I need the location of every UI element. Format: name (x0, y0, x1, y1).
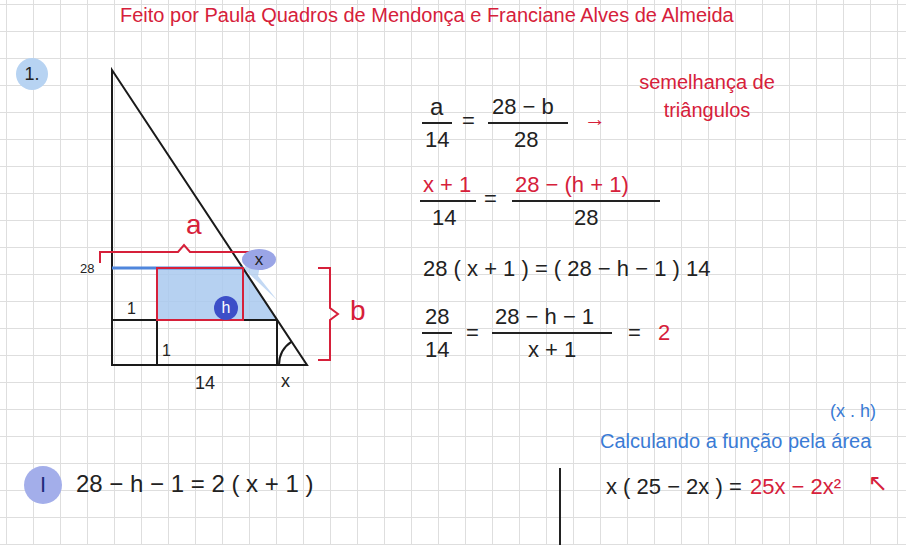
equation-text: 2 (658, 320, 670, 346)
node-label: h (222, 300, 231, 316)
dimension-label: 14 (195, 370, 215, 396)
equation-text: Calculando a função pela área (600, 428, 871, 454)
dimension-label: x (281, 368, 290, 394)
dimension-label: a (186, 212, 202, 238)
equation-text: 28 (574, 205, 598, 231)
equation-text: 14 (425, 127, 449, 153)
equation-text: (x . h) (830, 398, 876, 424)
equation-text: semelhança de triângulos (632, 68, 782, 124)
variable-highlight: x (242, 249, 276, 270)
node-label: I (40, 474, 46, 496)
equation-text: 28 (514, 127, 538, 153)
equation-text: 28 − (h + 1) (515, 172, 629, 198)
equation-text: → (584, 106, 606, 132)
equation-text: = (462, 108, 475, 134)
equation-text: 14 (432, 205, 456, 231)
equation-text: 28 − h − 1 (495, 304, 594, 330)
dimension-label: 1 (127, 296, 136, 322)
equation-text: = (628, 320, 641, 346)
dimension-label: 28 (80, 256, 94, 282)
variable-highlight: h (214, 296, 238, 320)
equation-text: x + 1 (528, 337, 576, 363)
equation-text: = (466, 320, 479, 346)
dimension-label: b (350, 298, 366, 324)
equation-text: 28 (425, 304, 449, 330)
equation-text: 28 − h − 1 = 2 ( x + 1 ) (76, 471, 313, 497)
equation-text: 28 − b (492, 94, 554, 120)
node-label: 1. (24, 65, 39, 83)
equation-text: ↖ (868, 470, 888, 496)
equation-number: I (24, 466, 62, 504)
equation-text: 25x − 2x² (750, 474, 841, 500)
page-title: Feito por Paula Quadros de Mendonça e Fr… (120, 2, 734, 28)
dimension-label: 1 (162, 338, 171, 364)
equation-text: 28 ( x + 1 ) = ( 28 − h − 1 ) 14 (423, 256, 710, 282)
equation-text: x ( 25 − 2x ) = (606, 474, 742, 500)
item-number: 1. (16, 58, 48, 90)
equation-text: a (430, 94, 443, 120)
equation-text: = (484, 186, 497, 212)
equation-text: 14 (425, 337, 449, 363)
equation-text: x + 1 (423, 172, 471, 198)
node-label: x (255, 251, 264, 268)
